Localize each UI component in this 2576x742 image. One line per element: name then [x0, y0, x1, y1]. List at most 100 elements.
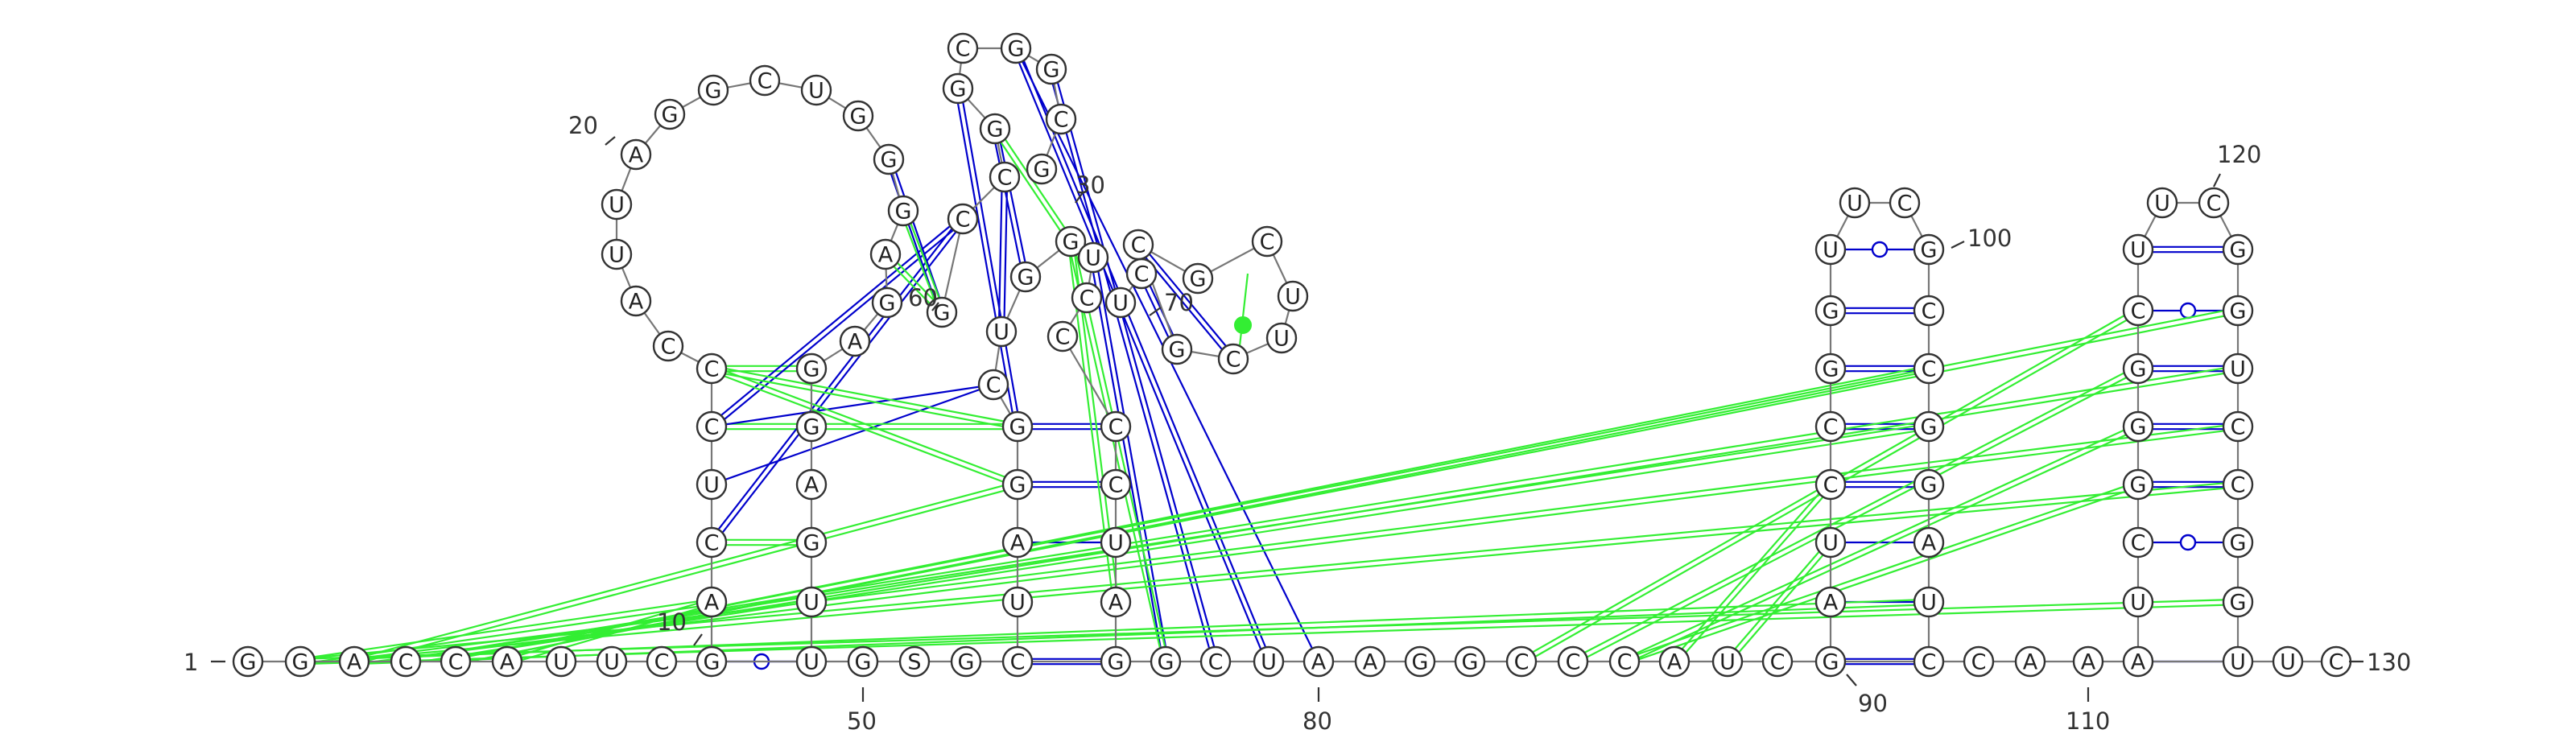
- base-pair-noncanonical: [897, 262, 935, 301]
- nucleotide-letter: U: [1113, 291, 1129, 316]
- position-label-80: 80: [1302, 707, 1332, 735]
- nucleotide: C: [947, 203, 979, 235]
- nucleotide: G: [795, 352, 828, 385]
- nucleotide-letter: G: [2130, 415, 2147, 440]
- nucleotide-letter: G: [881, 148, 898, 173]
- nucleotide: G: [2222, 586, 2254, 618]
- base-pair-noncanonical: [1738, 554, 1824, 653]
- base-pair-pseudoknot: [724, 229, 954, 420]
- nucleotide-circle: [2122, 233, 2154, 266]
- base-pair-noncanonical: [314, 600, 697, 658]
- nucleotide: G: [1404, 645, 1436, 678]
- nucleotide-circle: [596, 645, 628, 678]
- nucleotide-circle: [1913, 645, 1945, 678]
- nucleotide-circle: [601, 188, 633, 221]
- tick-70: [1149, 307, 1162, 316]
- nucleotide-letter: A: [347, 650, 362, 675]
- nucleotide-circle: [2122, 586, 2154, 618]
- nucleotide-circle: [873, 143, 905, 175]
- position-label-1: 1: [184, 649, 198, 676]
- nucleotide-letter: U: [2280, 650, 2296, 675]
- nucleotide: G: [2122, 468, 2154, 501]
- nucleotide-circle: [1277, 280, 1309, 312]
- nucleotide-letter: A: [1823, 591, 1839, 616]
- nucleotide-letter: U: [1108, 531, 1124, 556]
- nucleotide: C: [1122, 229, 1154, 261]
- nucleotide: C: [2198, 187, 2230, 219]
- nucleotide-circle: [1100, 468, 1132, 501]
- base-pair-noncanonical: [1000, 142, 1062, 232]
- nucleotide: G: [284, 645, 316, 678]
- nucleotide-circle: [2222, 233, 2254, 266]
- nucleotide: G: [926, 296, 958, 328]
- base-pair-noncanonical: [315, 487, 2224, 664]
- nucleotide-circle: [1913, 410, 1945, 443]
- nucleotide-letter: C: [2231, 473, 2246, 498]
- base-pair-noncanonical: [520, 602, 698, 656]
- base-pair-noncanonical: [905, 225, 935, 300]
- nucleotide-circle: [1026, 153, 1058, 185]
- nucleotide-circle: [1009, 261, 1042, 293]
- nucleotide-letter: A: [848, 330, 863, 355]
- nucleotide-circle: [1814, 586, 1847, 618]
- nucleotide: C: [1963, 645, 1995, 678]
- nucleotide-letter: A: [1922, 531, 1937, 556]
- nucleotide: G: [1814, 645, 1847, 678]
- nucleotide-letter: G: [803, 415, 820, 440]
- nucleotide-circle: [2272, 645, 2304, 678]
- nucleotide-letter: A: [2131, 650, 2146, 675]
- nucleotide-circle: [1001, 586, 1034, 618]
- nucleotide: C: [1557, 645, 1589, 678]
- nucleotide-letter: G: [1008, 37, 1025, 62]
- wobble-marker: [2179, 302, 2197, 319]
- nucleotide: G: [1150, 645, 1182, 678]
- nucleotide-circle: [620, 138, 652, 171]
- nucleotide: A: [2014, 645, 2046, 678]
- nucleotide-circle: [1761, 645, 1794, 678]
- nucleotide-circle: [696, 410, 728, 443]
- nucleotide: C: [989, 161, 1021, 193]
- nucleotide: C: [696, 352, 728, 385]
- position-label-100: 100: [1967, 225, 2012, 252]
- nucleotide-circle: [2222, 526, 2254, 559]
- nucleotide-circle: [1913, 526, 1945, 559]
- nucleotide-letter: G: [1169, 338, 1186, 363]
- nucleotide-circle: [869, 238, 902, 270]
- nucleotide: C: [2320, 645, 2352, 678]
- tick-90: [1846, 674, 1857, 686]
- nucleotide: C: [1814, 468, 1847, 501]
- nucleotide: A: [1814, 586, 1847, 618]
- position-label-90: 90: [1858, 690, 1888, 717]
- nucleotide: U: [800, 74, 832, 106]
- nucleotide: A: [1913, 526, 1945, 559]
- nucleotide-circle: [749, 64, 781, 97]
- nucleotide: U: [545, 645, 577, 678]
- nucleotide-letter: U: [2130, 591, 2146, 616]
- nucleotide-circle: [696, 645, 728, 678]
- nucleotide-circle: [977, 369, 1009, 401]
- nucleotide: U: [1001, 586, 1034, 618]
- nucleotide-circle: [696, 586, 728, 618]
- nucleotide-circle: [795, 468, 828, 501]
- nucleotide-circle: [947, 32, 979, 64]
- nucleotide-letter: C: [704, 531, 720, 556]
- nucleotide-circle: [1001, 410, 1034, 443]
- nucleotide-letter: C: [1897, 192, 1913, 216]
- nucleotide: G: [1009, 261, 1042, 293]
- base-pair-noncanonical: [1681, 493, 1820, 650]
- base-pair-noncanonical: [893, 266, 931, 305]
- position-label-60: 60: [908, 284, 938, 311]
- nucleotide-circle: [1814, 233, 1847, 266]
- nucleotide: C: [2122, 295, 2154, 327]
- base-pair-noncanonical: [1637, 485, 2124, 656]
- nucleotide: G: [1913, 410, 1945, 443]
- nucleotide-letter: C: [1260, 230, 1275, 255]
- base-pair-pseudoknot: [956, 103, 1013, 414]
- nucleotide: U: [1100, 526, 1132, 559]
- nucleotide-letter: U: [604, 650, 620, 675]
- position-label-50: 50: [847, 707, 877, 735]
- nucleotide-letter: G: [1063, 230, 1080, 255]
- nucleotide-circle: [2014, 645, 2046, 678]
- nucleotide-letter: U: [2230, 650, 2246, 675]
- nucleotide-circle: [942, 72, 974, 105]
